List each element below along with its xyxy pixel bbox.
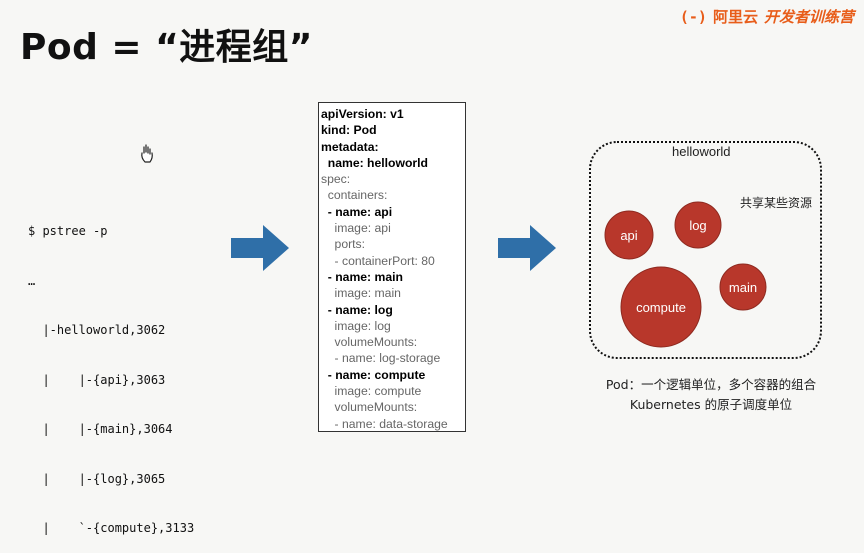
brand-logo: (-) 阿里云 开发者训练营 xyxy=(680,6,854,27)
aliyun-logo-icon: (-) xyxy=(679,7,707,26)
mouse-cursor-icon xyxy=(141,144,153,163)
yaml-line: apiVersion: v1 xyxy=(321,107,404,121)
arrow-shape xyxy=(498,225,556,271)
pod-caption: Pod：一个逻辑单位，多个容器的组合 Kubernetes 的原子调度单位 xyxy=(566,375,856,415)
pstree-line: … xyxy=(28,273,36,288)
brand-company: 阿里云 xyxy=(712,8,758,26)
yaml-line: image: compute xyxy=(321,384,422,399)
pstree-line: | |-{main},3064 xyxy=(28,422,173,436)
pstree-line: |-helloworld,3062 xyxy=(28,323,166,337)
brand-program: 开发者训练营 xyxy=(763,8,854,26)
right-arrow-icon xyxy=(498,225,556,271)
pstree-line: | |-{api},3063 xyxy=(28,372,166,387)
yaml-line: spec: xyxy=(321,172,351,187)
yaml-line: - name: api xyxy=(321,204,393,219)
yaml-line: volumeMounts: xyxy=(321,400,418,415)
yaml-line: image: log xyxy=(321,318,391,333)
yaml-line: - name: data-storage xyxy=(321,416,448,431)
shared-resources-label: 共享某些资源 xyxy=(740,196,813,210)
caption-line: Kubernetes 的原子调度单位 xyxy=(629,397,793,412)
pstree-line: | |-{log},3065 xyxy=(28,471,166,486)
yaml-line: - name: compute xyxy=(321,367,426,382)
right-arrow-icon xyxy=(231,225,289,271)
pstree-line: | `-{compute},3133 xyxy=(28,521,195,535)
pstree-output: $ pstree -p … |-helloworld,3062 | |-{api… xyxy=(28,190,194,553)
yaml-line: - name: log xyxy=(321,302,393,317)
caption-line: Pod：一个逻辑单位，多个容器的组合 xyxy=(605,377,817,392)
yaml-line: - containerPort: 80 xyxy=(321,253,435,268)
arrow-shape xyxy=(231,225,289,271)
yaml-line: - name: log-storage xyxy=(321,351,441,366)
yaml-line: kind: Pod xyxy=(321,123,377,138)
pod-name-label: helloworld xyxy=(672,144,731,159)
yaml-line: - name: main xyxy=(321,269,403,284)
yaml-line: containers: xyxy=(321,188,388,203)
yaml-line: metadata: xyxy=(321,139,379,154)
yaml-line: image: api xyxy=(321,221,391,236)
yaml-line: volumeMounts: xyxy=(321,335,418,350)
slide-title: Pod = “进程组” xyxy=(20,27,313,68)
yaml-line: image: main xyxy=(321,286,401,301)
yaml-line: ports: xyxy=(321,237,366,252)
pod-boundary xyxy=(589,141,822,359)
yaml-line: name: helloworld xyxy=(321,155,428,170)
pstree-line: $ pstree -p xyxy=(28,224,108,238)
